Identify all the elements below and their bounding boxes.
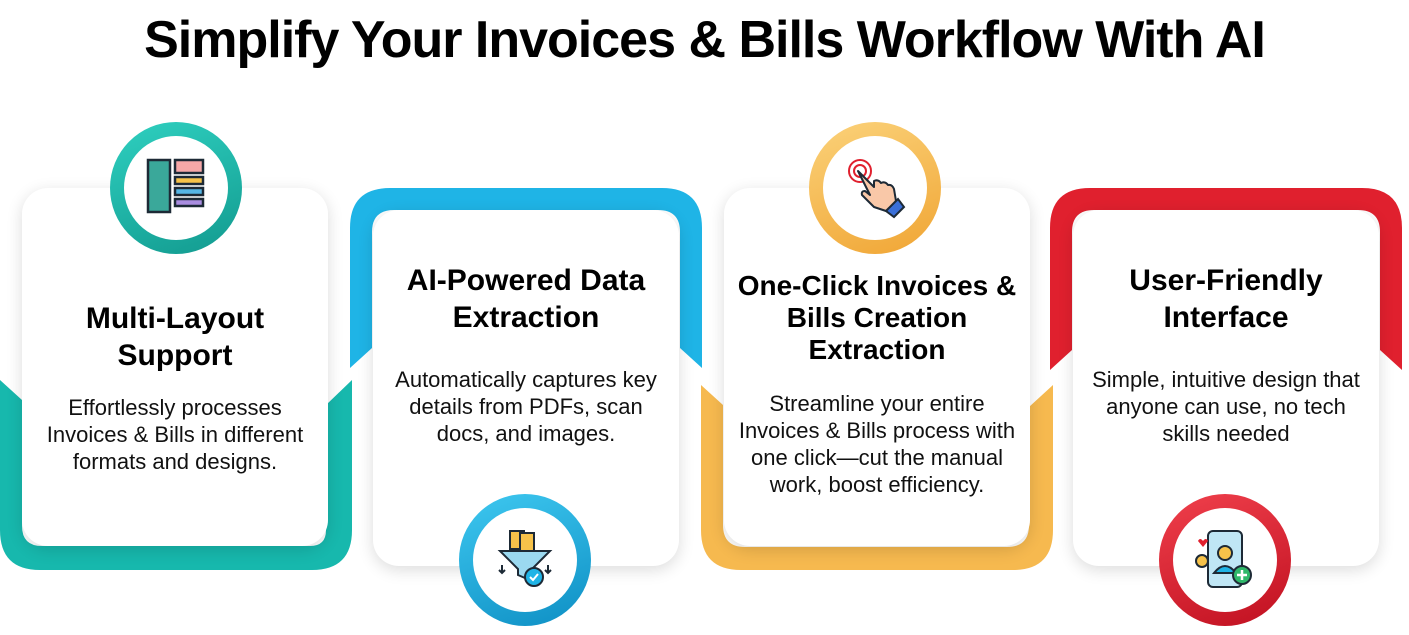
card-heading: One-Click Invoices & Bills Creation Extr… <box>737 270 1017 365</box>
card-heading: User-Friendly Interface <box>1129 264 1323 334</box>
layout-icon <box>146 158 205 214</box>
card-description: Automatically captures key details from … <box>395 367 657 446</box>
card-heading: Multi-Layout Support <box>85 302 265 372</box>
icon-badge <box>110 122 242 254</box>
tap-hand-icon <box>848 159 906 219</box>
icon-badge <box>459 494 591 626</box>
blue-accent-bar <box>350 188 702 368</box>
page-title: Simplify Your Invoices & Bills Workflow … <box>144 11 1266 69</box>
card-heading: AI-Powered Data Extraction <box>406 264 646 334</box>
card-description: Effortlessly processes Invoices & Bills … <box>46 395 304 474</box>
card-description: Streamline your entire Invoices & Bills … <box>738 391 1016 497</box>
icon-badge <box>809 122 941 254</box>
orange-accent-bar <box>701 385 1053 570</box>
funnel-gear-icon <box>497 530 553 587</box>
feature-card: Multi-Layout Support Effortlessly proces… <box>22 188 328 546</box>
teal-accent-bar <box>0 380 352 570</box>
phone-user-icon <box>1195 530 1252 588</box>
icon-badge <box>1159 494 1291 626</box>
card-description: Simple, intuitive design that anyone can… <box>1092 367 1360 446</box>
red-accent-bar <box>1050 188 1402 370</box>
